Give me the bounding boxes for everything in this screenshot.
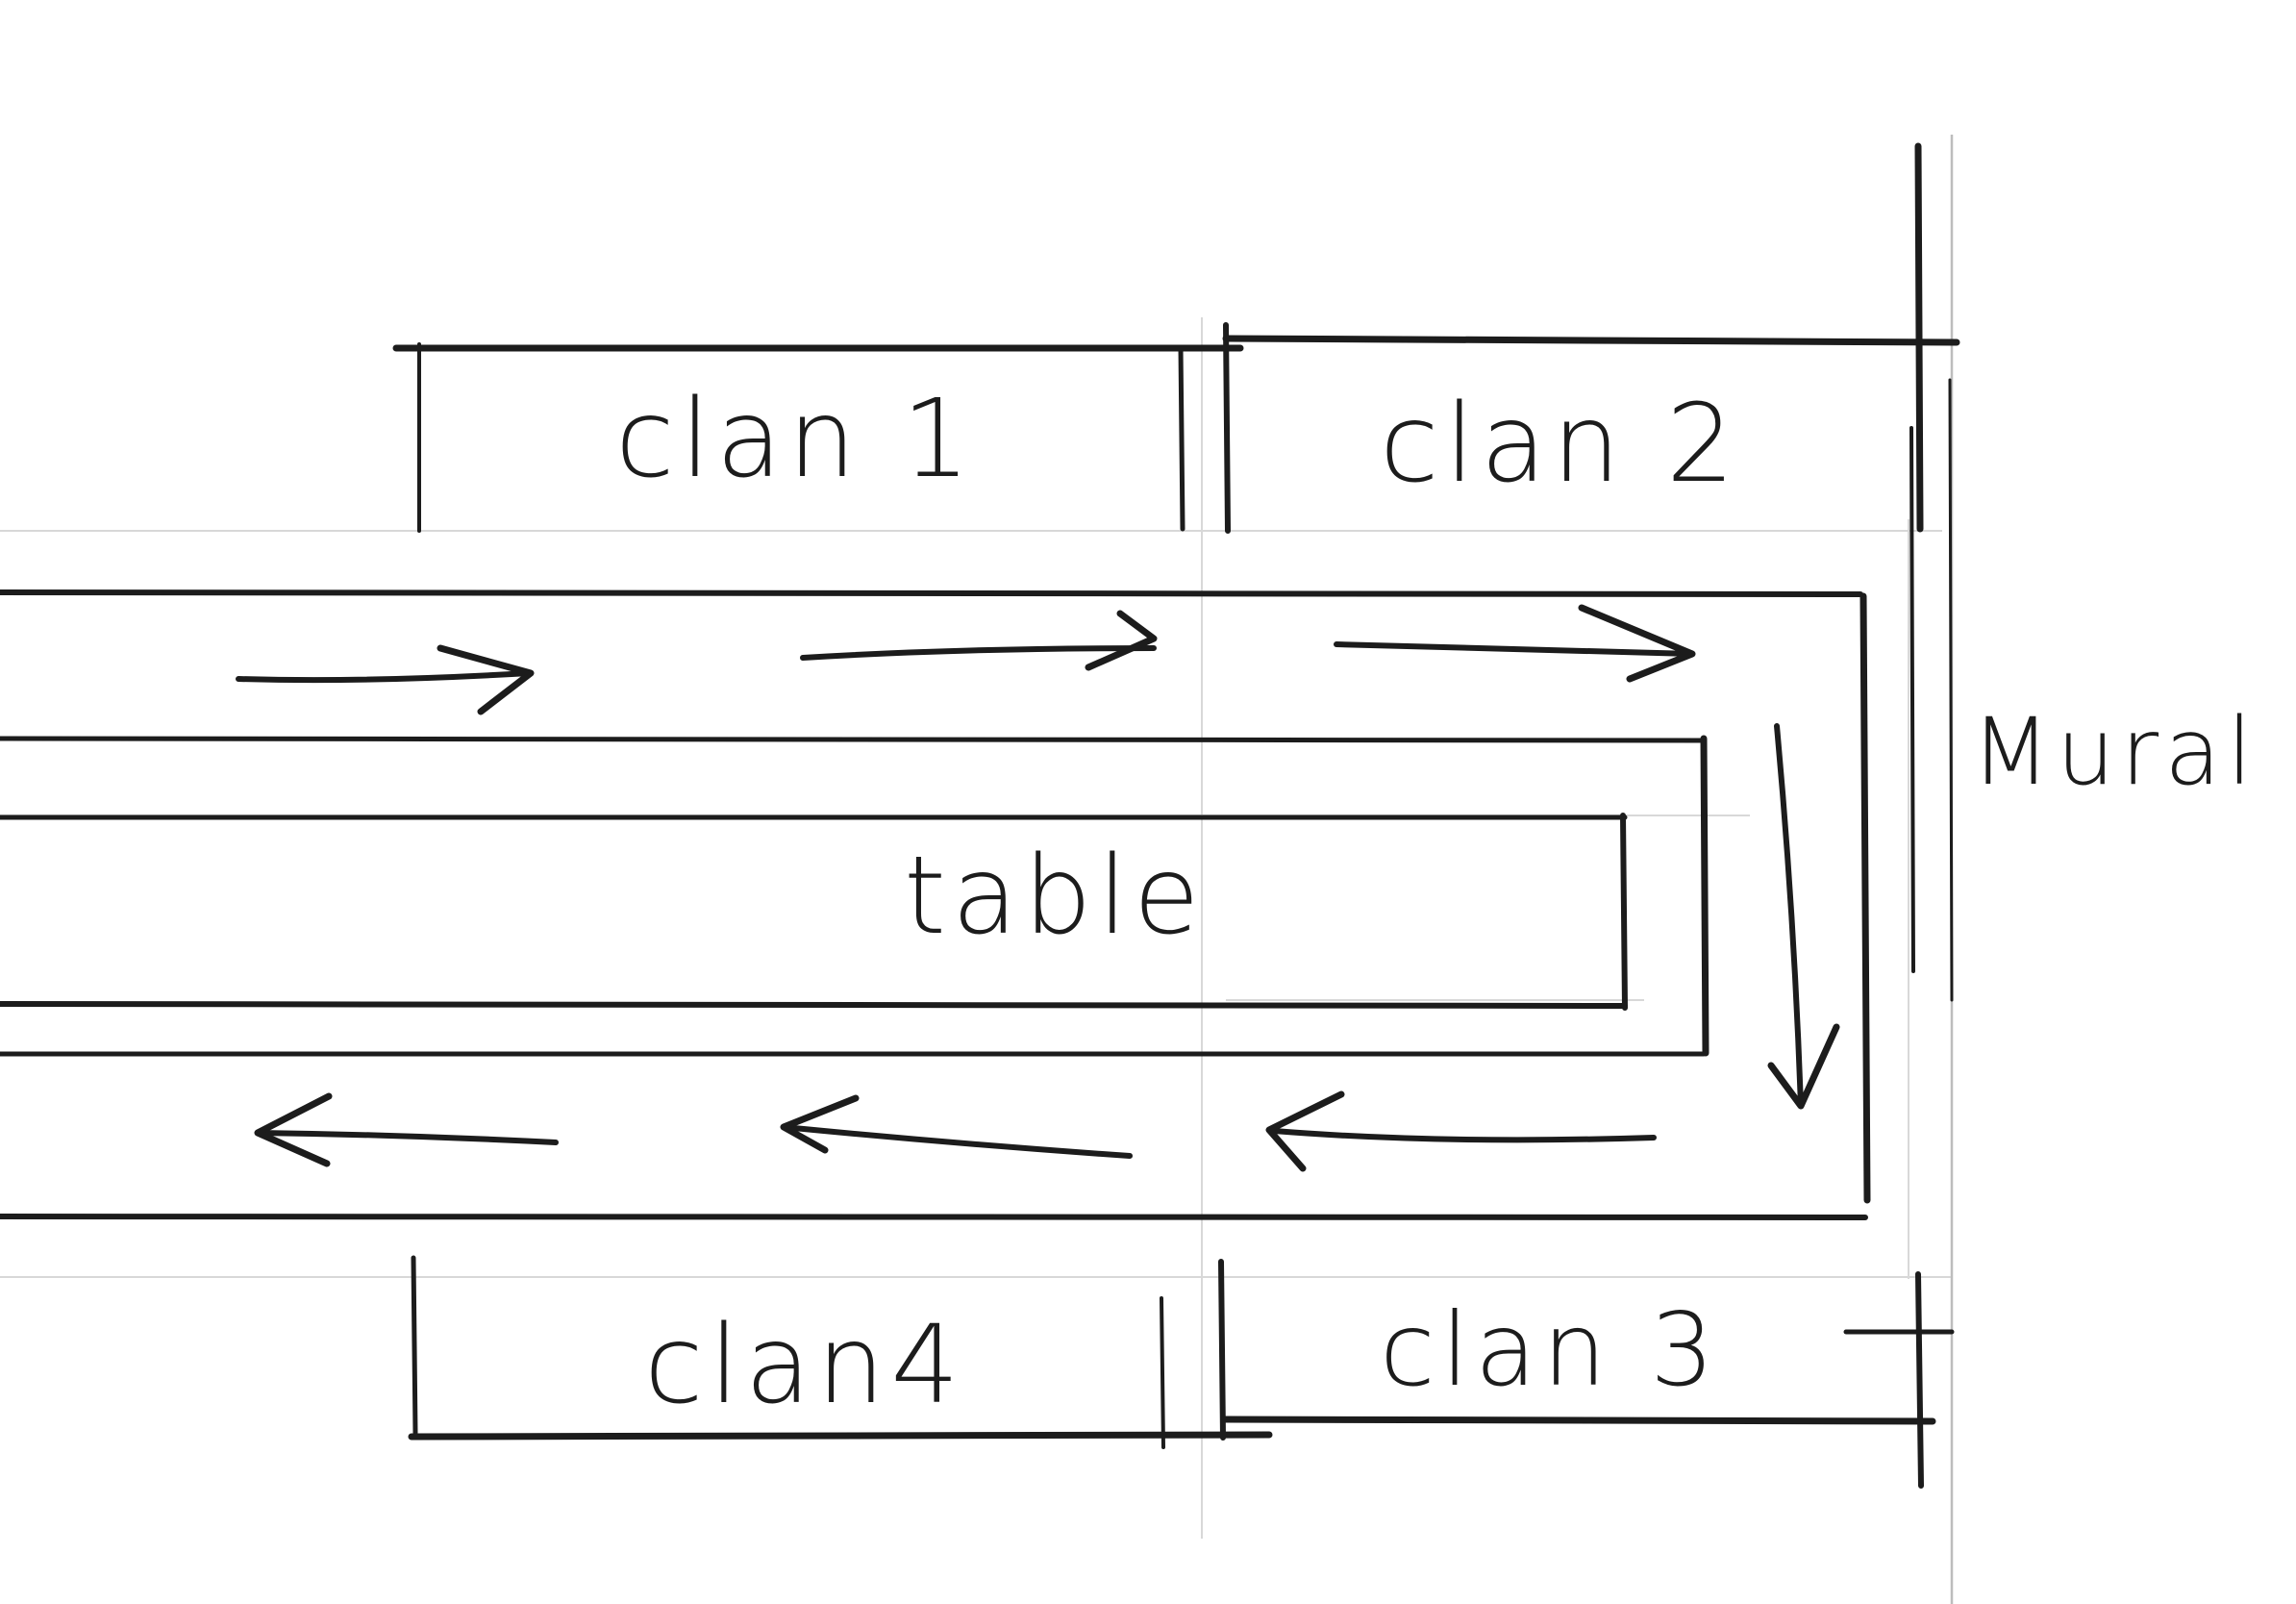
clan-1-label: clan 1 [615, 377, 976, 502]
table: table [0, 813, 1628, 1011]
clan-3-box: clan 3 [1218, 1259, 1955, 1489]
clan-2-box: clan 2 [1222, 142, 1960, 534]
clan-3-label: clan 3 [1380, 1291, 1720, 1409]
flow-arrows-left [254, 1090, 1657, 1172]
clan-4-label: clan4 [644, 1303, 965, 1428]
clan-2-label: clan 2 [1380, 382, 1740, 507]
inner-track [0, 735, 1710, 1057]
clan-1-box: clan 1 [392, 342, 1244, 533]
mural-wall: Mural [1909, 378, 2259, 1002]
clan-4-box: clan4 [408, 1255, 1273, 1449]
flow-arrows-right [236, 604, 1696, 715]
mural-label: Mural [1971, 698, 2259, 806]
outer-track [0, 589, 1871, 1220]
flow-arrow-down [1767, 723, 1840, 1110]
table-label: table [904, 834, 1206, 959]
